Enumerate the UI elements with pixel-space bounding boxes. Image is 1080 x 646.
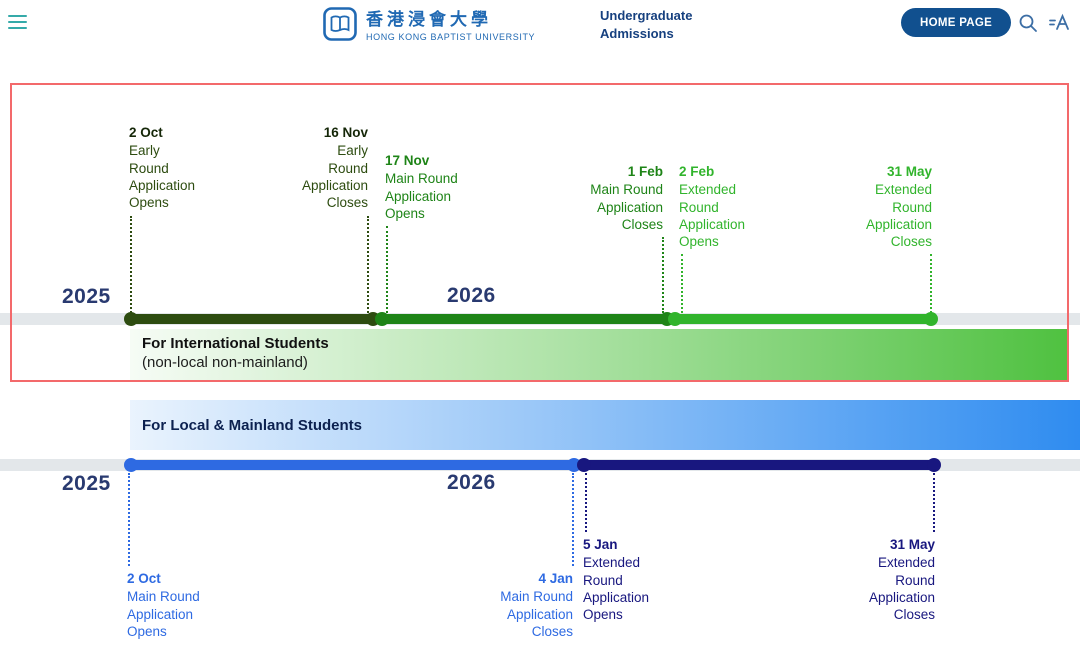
dotted-connector: [130, 216, 132, 313]
search-icon[interactable]: [1018, 13, 1038, 38]
international-band-title: For International Students: [142, 335, 329, 352]
milestone-extended-opens: 2 Feb Extended Round Application Opens: [679, 163, 779, 250]
milestone-desc: Extended Round Application Opens: [679, 182, 746, 250]
milestone-desc: Main Round Application Opens: [385, 171, 458, 221]
milestone-desc: Main Round Application Opens: [127, 589, 200, 639]
local-band-title: For Local & Mainland Students: [142, 416, 363, 434]
header: 香港浸會大學 HONG KONG BAPTIST UNIVERSITY Unde…: [0, 0, 1080, 46]
main-round-segment: [381, 314, 668, 324]
milestone-date: 5 Jan: [583, 537, 618, 552]
logo-english: HONG KONG BAPTIST UNIVERSITY: [366, 32, 536, 42]
logo-chinese: 香港浸會大學: [366, 10, 492, 29]
milestone-desc: Early Round Application Closes: [301, 143, 368, 211]
milestone-early-closes: 16 Nov Early Round Application Closes: [268, 124, 368, 211]
year-label: 2026: [447, 471, 496, 494]
dotted-connector: [367, 216, 369, 313]
milestone-desc: Extended Round Application Opens: [583, 555, 650, 623]
home-page-button[interactable]: HOME PAGE: [901, 8, 1012, 37]
site-title: Undergraduate Admissions: [600, 8, 693, 41]
milestone-local-extended-opens: 5 Jan Extended Round Application Opens: [583, 536, 683, 623]
dotted-connector: [930, 254, 932, 313]
milestone-date: 1 Feb: [627, 164, 663, 179]
dotted-connector: [662, 237, 664, 313]
hkbu-logo[interactable]: 香港浸會大學 HONG KONG BAPTIST UNIVERSITY: [322, 5, 535, 42]
milestone-desc: Main Round Application Closes: [590, 182, 663, 232]
menu-icon[interactable]: [8, 15, 28, 33]
local-extended-round-segment: [583, 460, 935, 470]
milestone-date: 31 May: [886, 164, 932, 179]
milestone-date: 4 Jan: [538, 571, 573, 586]
milestone-date: 16 Nov: [323, 125, 368, 140]
local-main-round-segment: [130, 460, 575, 470]
milestone-date: 17 Nov: [385, 153, 430, 168]
year-label: 2025: [62, 285, 111, 308]
dotted-connector: [386, 226, 388, 313]
timeline-dot: [375, 312, 389, 326]
milestone-desc: Main Round Application Closes: [500, 589, 573, 639]
milestone-local-main-closes: 4 Jan Main Round Application Closes: [473, 570, 573, 640]
year-label: 2026: [447, 284, 496, 307]
timeline-dot: [668, 312, 682, 326]
international-band-subtitle: (non-local non-mainland): [142, 354, 308, 371]
milestone-extended-closes: 31 May Extended Round Application Closes: [832, 163, 932, 250]
dotted-connector: [585, 473, 587, 532]
timeline-dot: [577, 458, 591, 472]
timeline-dot: [124, 312, 138, 326]
milestone-local-extended-closes: 31 May Extended Round Application Closes: [835, 536, 935, 623]
dotted-connector: [572, 473, 574, 566]
book-icon: [323, 6, 357, 41]
timeline-dot: [124, 458, 138, 472]
milestone-date: 2 Oct: [127, 571, 161, 586]
early-round-segment: [130, 314, 375, 324]
milestone-date: 2 Feb: [679, 164, 715, 179]
milestone-desc: Extended Round Application Closes: [865, 182, 932, 250]
milestone-local-main-opens: 2 Oct Main Round Application Opens: [127, 570, 227, 640]
milestone-date: 31 May: [889, 537, 935, 552]
text-size-icon[interactable]: [1048, 12, 1072, 38]
extended-round-segment: [674, 314, 932, 324]
dotted-connector: [933, 473, 935, 532]
milestone-desc: Early Round Application Opens: [129, 143, 196, 211]
milestone-desc: Extended Round Application Closes: [868, 555, 935, 623]
milestone-main-closes: 1 Feb Main Round Application Closes: [563, 163, 663, 233]
dotted-connector: [128, 473, 130, 566]
timeline-dot: [927, 458, 941, 472]
international-band: For International Students (non-local no…: [130, 329, 1069, 382]
timeline-dot: [924, 312, 938, 326]
logo-text: 香港浸會大學 HONG KONG BAPTIST UNIVERSITY: [366, 5, 535, 42]
local-band: For Local & Mainland Students: [130, 400, 1080, 450]
dotted-connector: [681, 254, 683, 313]
milestone-date: 2 Oct: [129, 125, 163, 140]
milestone-early-opens: 2 Oct Early Round Application Opens: [129, 124, 229, 211]
milestone-main-opens: 17 Nov Main Round Application Opens: [385, 152, 485, 222]
year-label: 2025: [62, 472, 111, 495]
